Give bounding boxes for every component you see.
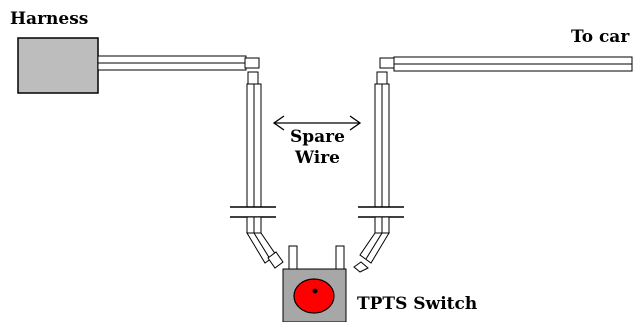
harness-wire-plug	[244, 57, 260, 69]
spare-wire-label-line1: Spare	[290, 127, 345, 147]
spare-wire-label: Spare Wire	[290, 129, 345, 167]
car-wire-plug	[379, 57, 395, 69]
to-car-label: To car	[571, 27, 630, 47]
spare-wire-label-line2: Wire	[294, 148, 340, 168]
right-bent-plug	[353, 261, 369, 273]
right-spare-plug	[376, 71, 388, 85]
switch-terminal-left	[288, 245, 298, 271]
left-spare-plug	[247, 71, 259, 85]
right-bent-wire	[359, 232, 390, 264]
switch-button-dot	[312, 288, 318, 294]
harness-box	[17, 37, 99, 94]
switch-terminal-right	[335, 245, 345, 271]
tpts-switch-label: TPTS Switch	[357, 294, 478, 314]
left-bent-plug	[267, 251, 284, 269]
harness-label: Harness	[10, 9, 89, 29]
switch-button	[293, 278, 335, 314]
double-arrow-icon	[272, 115, 362, 131]
